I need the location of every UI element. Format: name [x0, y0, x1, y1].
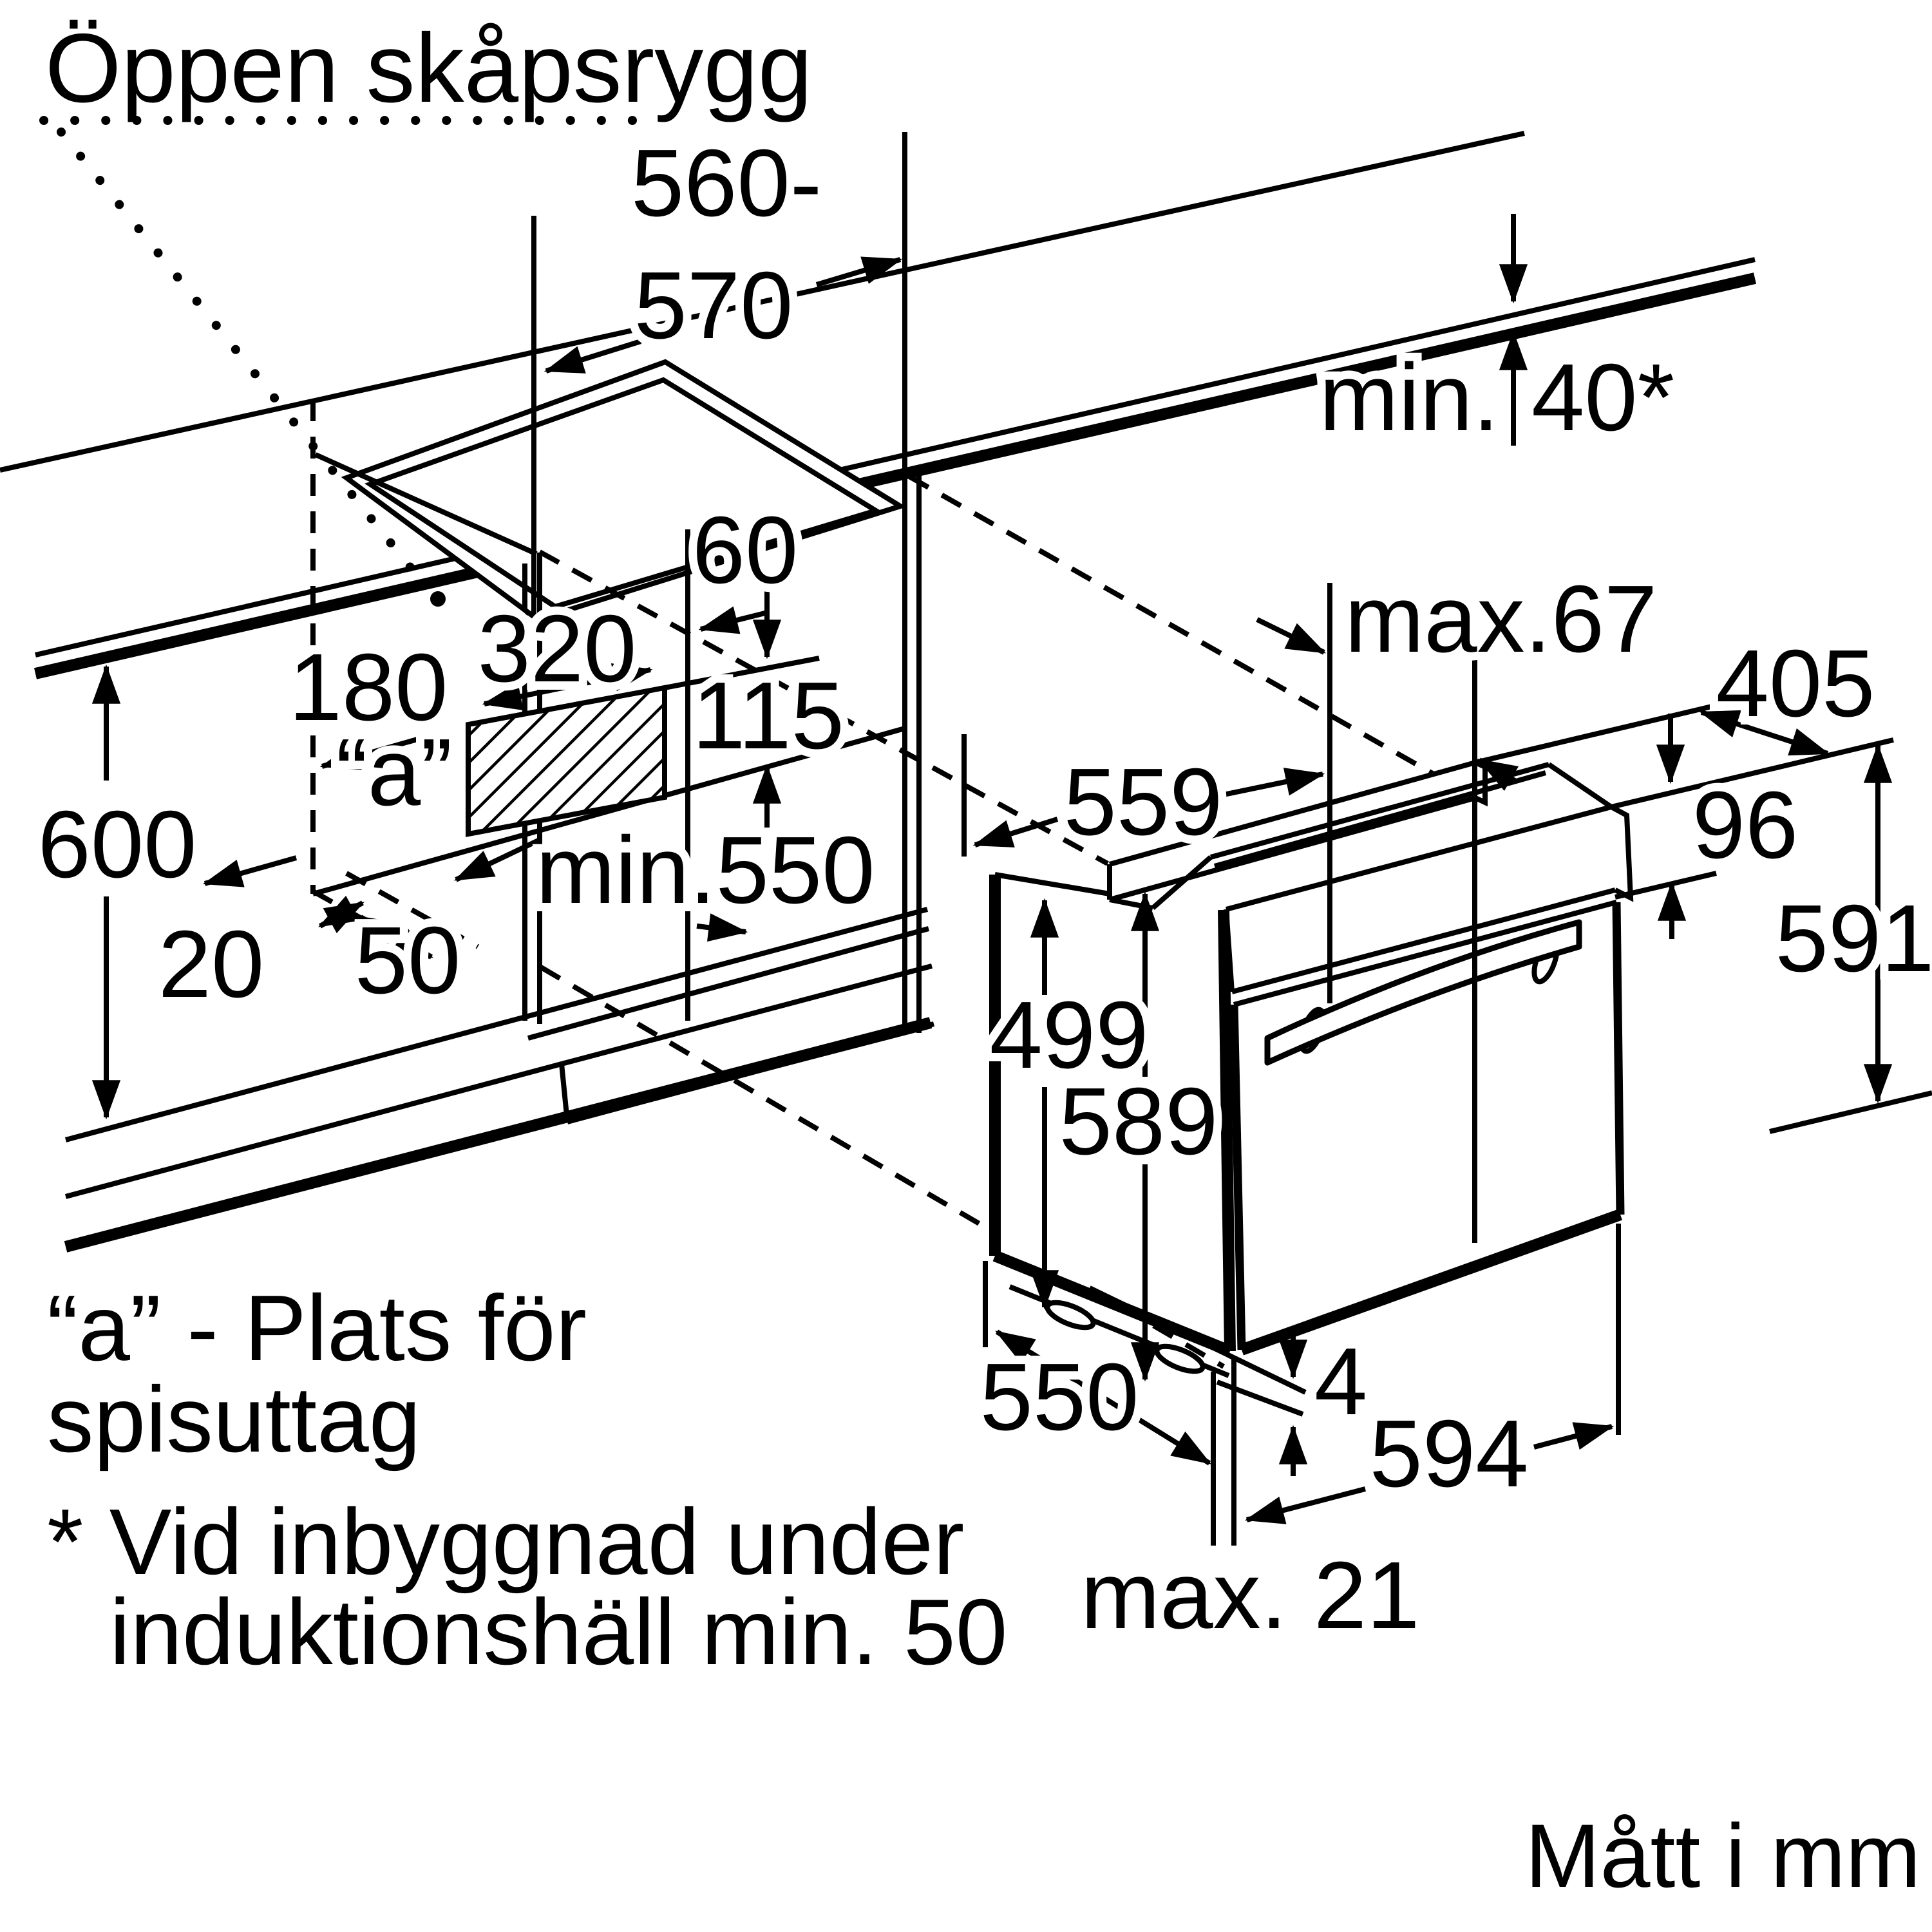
hob-outer-outline — [341, 359, 907, 623]
front-left-edge — [1218, 909, 1236, 1352]
hob — [341, 359, 907, 623]
socket-note-line1: “a” - Plats för — [47, 1276, 587, 1380]
worktop-lines — [0, 131, 1757, 679]
dotted-diagonal — [57, 128, 431, 592]
back-gap-dashed-b — [345, 871, 479, 949]
niche-depth-arrow-right — [696, 913, 748, 942]
dim-4-label: 4 — [1314, 1329, 1367, 1435]
oven-top-face — [1110, 798, 1611, 909]
dim-499-label: 499 — [990, 982, 1149, 1088]
dim-591-label: 591 — [1776, 886, 1932, 992]
dim-60-label: 60 — [692, 497, 799, 603]
dim-115-label: 115 — [692, 663, 844, 769]
dim-405-label: 405 — [1716, 630, 1875, 737]
door-handle — [1264, 919, 1582, 1066]
door-left-edge — [1229, 1004, 1246, 1350]
dim-550-label: 550 — [980, 1344, 1139, 1450]
side-gap-arrow — [359, 914, 433, 960]
body-depth-arrow-left — [972, 817, 1059, 848]
labels: Öppen skåpsrygg 560- 570 min. 40* 60 320… — [30, 14, 1932, 1906]
oven-dimensions — [961, 583, 1932, 1546]
cutout-offset-arrow — [319, 735, 423, 770]
dim-max21-label: max. 21 — [1081, 1542, 1419, 1649]
door-top-edge — [1233, 900, 1618, 1007]
top-depth-extension-front — [1611, 737, 1894, 810]
back-panel-top-edge — [1108, 760, 1477, 867]
worktop-top-line — [35, 257, 1756, 658]
top-right-sliver — [1547, 762, 1613, 810]
plinth-top-edge — [560, 963, 933, 1066]
projection-lines — [538, 474, 1475, 1369]
dim-min40-value: 40* — [1531, 345, 1674, 451]
projection-bottom — [539, 965, 1226, 1369]
interior-dimensions — [91, 529, 782, 1120]
units-note: Mått i mm — [1525, 1805, 1920, 1906]
footnote-line2: induktionshäll min. 50 — [109, 1580, 1007, 1684]
niche-floor-rear-edge — [312, 726, 906, 896]
well-left-wall — [1151, 855, 1213, 911]
socket-zone-label: “a” — [336, 719, 453, 826]
width-arrow-right — [1533, 1422, 1615, 1450]
hob-inner-outline — [365, 377, 882, 610]
shelf-front-edge — [64, 907, 929, 1142]
side-top-edge — [994, 872, 1110, 896]
top-depth-arrow — [1699, 710, 1830, 756]
socket-note-line2: spisuttag — [47, 1367, 421, 1472]
dim-320-label: 320 — [478, 596, 637, 702]
floor-front-line — [64, 1017, 933, 1253]
arrow-right — [815, 256, 903, 287]
door-right-edge — [1612, 902, 1625, 1215]
hob-surface — [346, 362, 900, 620]
oven-side-face — [995, 875, 1230, 1351]
arrow-left — [544, 339, 642, 374]
cutout-gap-arrow-left — [698, 606, 766, 634]
side-panel-top-edge — [314, 452, 538, 556]
dim-570-label: 570 — [634, 252, 793, 359]
wall-back-line — [0, 131, 1525, 473]
shelf-bottom-edge — [527, 926, 930, 1041]
projection-top-left — [538, 549, 1109, 866]
back-gap-arrow — [318, 895, 365, 934]
dim-max67-label: max.67 — [1345, 566, 1657, 672]
footnote-line1: * Vid inbyggnad under — [47, 1490, 964, 1594]
dim-96-label: 96 — [1692, 772, 1799, 878]
projection-top-right — [908, 474, 1475, 799]
dim-559-label: 559 — [1064, 749, 1223, 855]
dim-594-label: 594 — [1370, 1401, 1529, 1507]
niche-depth-arrow-left — [453, 838, 540, 882]
body-depth-arrow-right — [1220, 768, 1325, 798]
top-depth-extension-rear — [1475, 697, 1739, 765]
worktop-front-line — [33, 272, 1757, 679]
oven — [989, 760, 1634, 1378]
neighbor-front-line — [64, 1061, 563, 1199]
oven-height-extension-bottom — [1769, 1090, 1932, 1134]
dim-180-label: 180 — [289, 634, 448, 741]
cutout-width-arrow — [482, 663, 653, 711]
panel-bottom-edge — [1231, 887, 1616, 994]
dim-600-label: 600 — [38, 791, 197, 898]
cabinet-niche — [64, 399, 935, 1253]
open-back-leader — [39, 116, 639, 607]
width-arrow-left — [1244, 1486, 1367, 1524]
back-panel-bottom-edge — [1108, 795, 1477, 902]
door-gap-line-upper — [1088, 1285, 1307, 1395]
open-back-note: Öppen skåpsrygg — [45, 14, 812, 123]
depth-550-arrow — [995, 1329, 1211, 1466]
hob-depth-arrow-left — [1256, 617, 1327, 655]
side-panel-arrow — [202, 855, 298, 887]
dim-min550-label: min.550 — [536, 817, 875, 923]
door-bottom-edge — [1239, 1209, 1623, 1356]
dim-589-label: 589 — [1059, 1068, 1218, 1175]
dim-min40-prefix: min. — [1319, 345, 1499, 451]
panel-top-edge — [1225, 804, 1613, 912]
dim-20-label: 20 — [158, 911, 265, 1018]
dim-50-label: 50 — [355, 907, 461, 1014]
hob-depth-arrow-right — [1477, 757, 1519, 791]
dotted-end-point — [430, 591, 446, 607]
dim-560-label: 560- — [631, 130, 822, 236]
